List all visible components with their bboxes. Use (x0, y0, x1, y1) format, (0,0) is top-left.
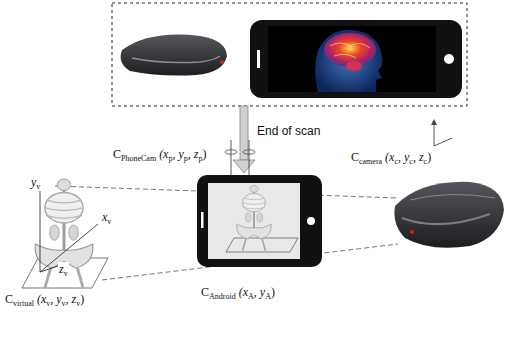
illustration-part (250, 20, 462, 98)
subscript-text: v (62, 299, 66, 308)
label-text: C (5, 292, 13, 306)
subscript-text: v (46, 299, 50, 308)
label-text: , y (172, 147, 183, 161)
label-text: End of scan (257, 124, 320, 138)
illustration-part (434, 122, 435, 146)
illustration-part (197, 175, 322, 267)
illustration-part (315, 30, 383, 92)
illustration-part (237, 185, 272, 250)
coordinate-label: CAndroid(xA, yA) (200, 285, 276, 301)
hololens-icon (121, 35, 227, 76)
scan-frame (112, 3, 467, 106)
scan-arrow (233, 106, 255, 173)
axis-label: xv (101, 210, 112, 226)
axis-label: yv (30, 175, 41, 191)
subscript-text: virtual (13, 299, 34, 308)
label-text: ) (80, 292, 84, 306)
subscript-text: v (36, 182, 40, 191)
subscript-text: A (248, 292, 254, 301)
illustration-part (268, 26, 436, 92)
label-text: y (31, 175, 36, 189)
label-text: C (113, 147, 121, 161)
hololens-device (394, 182, 504, 248)
illustration-part (40, 190, 41, 272)
illustration-part (35, 179, 93, 288)
label-text: ) (202, 147, 206, 161)
illustration-part (208, 183, 300, 259)
label-text: C (201, 285, 209, 299)
illustration-part (132, 56, 220, 63)
coordinate-label: CPhoneCam(xp, yp, zp) (112, 147, 207, 163)
label-text: (x (385, 150, 394, 164)
subscript-text: v (64, 269, 68, 278)
label-text: , y (254, 285, 265, 299)
arrow-label: End of scan (256, 124, 321, 139)
label-text: ) (271, 285, 275, 299)
subscript-text: c (394, 157, 398, 166)
illustration-part (410, 194, 495, 200)
phone-brain-icon (250, 20, 462, 98)
illustration-part (330, 43, 370, 58)
illustration-part (40, 266, 58, 272)
label-text: (x (159, 147, 168, 161)
label-text: , y (398, 150, 409, 164)
illustration-part (257, 50, 260, 68)
illustration-part (201, 212, 204, 228)
virtual-skeleton (22, 179, 108, 288)
subscript-text: p (168, 154, 172, 163)
subscript-text: v (76, 299, 80, 308)
illustration-part (233, 160, 255, 173)
illustration-part (431, 119, 437, 125)
label-text: ) (427, 150, 431, 164)
subscript-text: A (265, 292, 271, 301)
label-text: C (351, 150, 359, 164)
illustration-part (410, 230, 414, 234)
label-text: x (102, 210, 107, 224)
subscript-text: PhoneCam (121, 154, 156, 163)
axis-label: zv (58, 262, 69, 278)
illustration-part (444, 54, 454, 64)
illustration-part (225, 150, 237, 154)
android-phone (197, 175, 322, 267)
label-text: , z (188, 147, 199, 161)
subscript-text: v (107, 217, 111, 226)
subscript-text: p (184, 154, 188, 163)
illustration-part (346, 61, 362, 71)
illustration-part (394, 182, 504, 248)
illustration-part (240, 106, 248, 160)
label-text: (x (37, 292, 46, 306)
camera-axes (431, 119, 452, 146)
illustration-part (402, 214, 490, 224)
label-text: , z (66, 292, 77, 306)
illustration-part (307, 217, 315, 225)
label-text: z (59, 262, 64, 276)
illustration-part (121, 35, 227, 76)
subscript-text: c (409, 157, 413, 166)
illustration-part (220, 60, 224, 64)
illustration-part (243, 150, 255, 154)
illustration-part (22, 258, 108, 288)
illustration-part (434, 138, 452, 146)
illustration-part (40, 224, 98, 272)
coordinate-label: Ccamera(xc, yc, zc) (350, 150, 432, 166)
subscript-text: p (198, 154, 202, 163)
subscript-text: c (424, 157, 428, 166)
subscript-text: Android (209, 292, 236, 301)
coordinate-label: Cvirtual(xv, yv, zv) (4, 292, 85, 308)
label-text: , y (50, 292, 61, 306)
subscript-text: camera (359, 157, 382, 166)
label-text: (x (239, 285, 248, 299)
label-text: , z (413, 150, 424, 164)
